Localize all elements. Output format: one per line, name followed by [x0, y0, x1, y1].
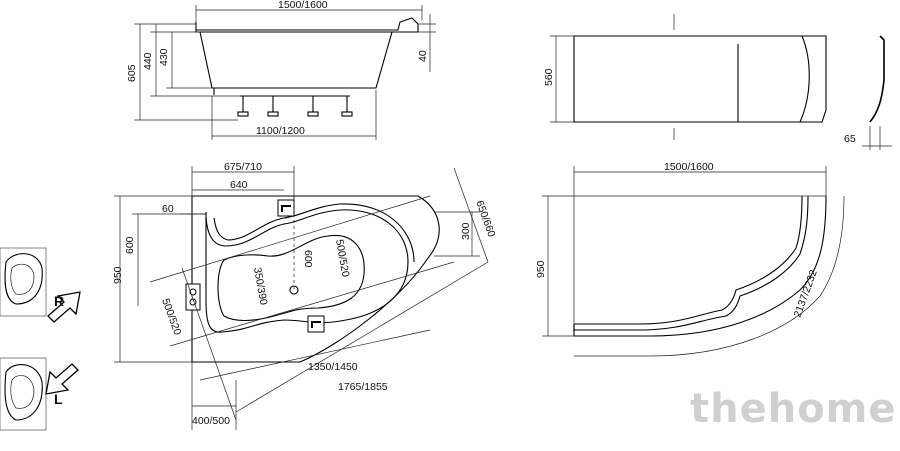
side-height-total: 605	[126, 64, 138, 82]
variant-right: R	[0, 247, 81, 323]
leg-3	[307, 96, 319, 117]
end-depth: 300	[460, 222, 472, 240]
plan-view: 1500/1600 950 2137/2232	[535, 161, 845, 357]
leg-4	[341, 96, 353, 117]
top-height: 950	[112, 266, 124, 284]
leg-1	[237, 96, 249, 117]
side-rim: 40	[417, 50, 429, 62]
leg-2	[267, 96, 279, 117]
top-view: 675/710 640 60 950 600 600 350/390 500/5…	[112, 161, 497, 430]
plan-length: 1500/1600	[664, 161, 714, 173]
diag-length: 1765/1855	[338, 381, 388, 393]
watermark-logo: thehome	[690, 386, 897, 432]
overflow-icon	[185, 283, 201, 311]
variant-left-label: L	[54, 391, 63, 407]
seat-size: 500/520	[333, 238, 351, 278]
top-h600-left: 600	[124, 236, 136, 254]
side-depth: 500/520	[159, 297, 183, 337]
faucet-icon	[307, 315, 325, 333]
side-length-label: 1500/1600	[278, 0, 328, 11]
panel-height: 560	[543, 68, 555, 86]
top-w2: 640	[230, 179, 248, 191]
variant-left: L	[0, 357, 79, 431]
top-offset: 60	[162, 203, 174, 215]
faucet-icon	[277, 199, 295, 217]
top-depth-inner: 600	[302, 250, 314, 268]
inner-length: 1350/1450	[308, 361, 358, 373]
panel-offset: 65	[844, 133, 856, 145]
variant-right-label: R	[54, 293, 64, 309]
side-height-inner: 440	[142, 52, 154, 70]
side-depth: 430	[158, 48, 170, 66]
plan-width: 950	[535, 260, 547, 278]
top-w1: 675/710	[224, 161, 262, 173]
basin-width: 350/390	[251, 266, 269, 306]
legs-span-label: 1100/1200	[256, 125, 305, 137]
bottom-offset: 400/500	[192, 415, 230, 427]
side-elevation: 1500/1600 605 440 430 40 1100/1200	[126, 0, 436, 140]
front-panel: 560 65	[543, 14, 892, 150]
diag-depth: 650/660	[473, 199, 497, 239]
